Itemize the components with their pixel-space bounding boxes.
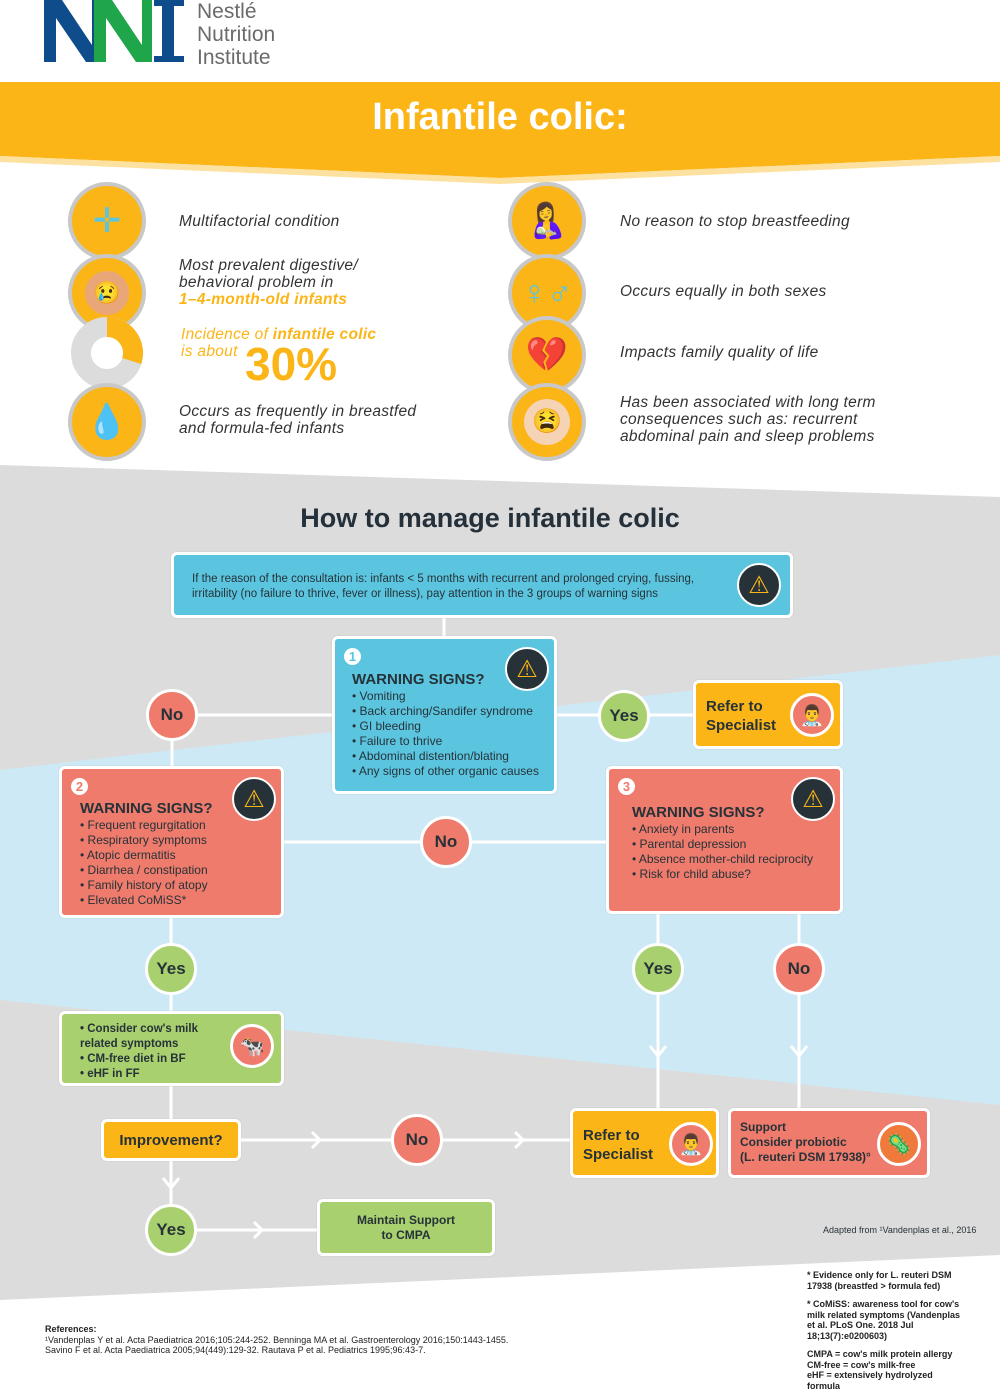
yes-node: Yes bbox=[145, 1204, 197, 1256]
improvement-label: Improvement? bbox=[119, 1131, 223, 1149]
doctor-icon: 👨‍⚕️ bbox=[669, 1122, 713, 1166]
adapted-note: Adapted from ¹Vandenplas et al., 2016 bbox=[823, 1225, 977, 1235]
group-title: WARNING SIGNS? bbox=[352, 671, 485, 688]
warning-group-2: 2 ⚠ WARNING SIGNS? Frequent regurgitatio… bbox=[59, 766, 284, 918]
fact-text: Most prevalent digestive/ behavioral pro… bbox=[179, 257, 358, 308]
improvement-box: Improvement? bbox=[101, 1119, 241, 1161]
baby-abdominal-pain-icon: 😫 bbox=[508, 383, 586, 461]
logo-line: Nutrition bbox=[197, 23, 276, 46]
no-cow-milk-icon: 🐄 bbox=[230, 1024, 274, 1068]
intro-text: If the reason of the consultation is: in… bbox=[192, 573, 695, 600]
references: References: ¹Vandenplas Y et al. Acta Pa… bbox=[45, 1324, 509, 1355]
yes-node: Yes bbox=[598, 690, 650, 742]
group-title: WARNING SIGNS? bbox=[80, 800, 213, 817]
warning-group-1: 1 ⚠ WARNING SIGNS? VomitingBack arching/… bbox=[332, 636, 557, 794]
fact-text: Has been associated with long term conse… bbox=[620, 394, 876, 445]
gender-symbols-icon: ♀♂ bbox=[508, 254, 586, 332]
cmpa-box: Consider cow's milk related symptomsCM-f… bbox=[59, 1011, 284, 1086]
fact-text: Impacts family quality of life bbox=[620, 344, 819, 361]
page-title: Infantile colic: bbox=[372, 96, 628, 138]
footnotes: * Evidence only for L. reuteri DSM 17938… bbox=[807, 1270, 961, 1391]
warning-icon: ⚠ bbox=[791, 777, 835, 821]
fact-text: Occurs equally in both sexes bbox=[620, 283, 827, 300]
warning-list: VomitingBack arching/Sandifer syndromeGI… bbox=[352, 689, 539, 779]
warning-group-3: 3 ⚠ WARNING SIGNS? Anxiety in parentsPar… bbox=[606, 766, 843, 914]
fact-highlight: 1–4-month-old infants bbox=[179, 291, 348, 308]
nni-logo bbox=[44, 0, 184, 62]
incidence-value: 30% bbox=[245, 338, 338, 390]
fact-text: No reason to stop breastfeeding bbox=[620, 213, 850, 230]
header-banner bbox=[0, 82, 1000, 178]
crying-baby-icon: 😢 bbox=[68, 254, 146, 332]
doctor-icon: 👨‍⚕️ bbox=[790, 693, 834, 737]
no-node: No bbox=[420, 816, 472, 868]
warning-list: Anxiety in parentsParental depressionAbs… bbox=[632, 822, 813, 882]
logo-wordmark: Nestlé Nutrition Institute bbox=[197, 0, 275, 69]
logo-line: Nestlé bbox=[197, 0, 257, 23]
group-title: WARNING SIGNS? bbox=[632, 804, 765, 821]
fact-text: Occurs as frequently in breastfed and fo… bbox=[179, 403, 417, 437]
warning-list: Frequent regurgitationRespiratory sympto… bbox=[80, 818, 208, 908]
yes-node: Yes bbox=[145, 943, 197, 995]
no-node: No bbox=[391, 1114, 443, 1166]
intro-box: If the reason of the consultation is: in… bbox=[171, 552, 793, 618]
cmpa-list: Consider cow's milk related symptomsCM-f… bbox=[80, 1022, 225, 1082]
fact-text: Multifactorial condition bbox=[179, 213, 340, 230]
logo-line: Institute bbox=[197, 46, 271, 69]
section-title: How to manage infantile colic bbox=[300, 503, 680, 533]
warning-icon: ⚠ bbox=[505, 647, 549, 691]
warning-icon: ⚠ bbox=[737, 563, 781, 607]
step-number: 1 bbox=[344, 648, 361, 665]
breastfeeding-mother-icon: 🤱 bbox=[508, 182, 586, 260]
probiotic-bacteria-icon: 🦠 bbox=[877, 1122, 921, 1166]
no-node: No bbox=[146, 689, 198, 741]
arrows-inward-icon: ✛ bbox=[68, 182, 146, 260]
step-number: 2 bbox=[71, 778, 88, 795]
no-node: No bbox=[773, 943, 825, 995]
donut-chart-icon bbox=[71, 317, 143, 389]
yes-node: Yes bbox=[632, 943, 684, 995]
warning-icon: ⚠ bbox=[232, 777, 276, 821]
drop-icon: 💧 bbox=[68, 383, 146, 461]
step-number: 3 bbox=[618, 778, 635, 795]
